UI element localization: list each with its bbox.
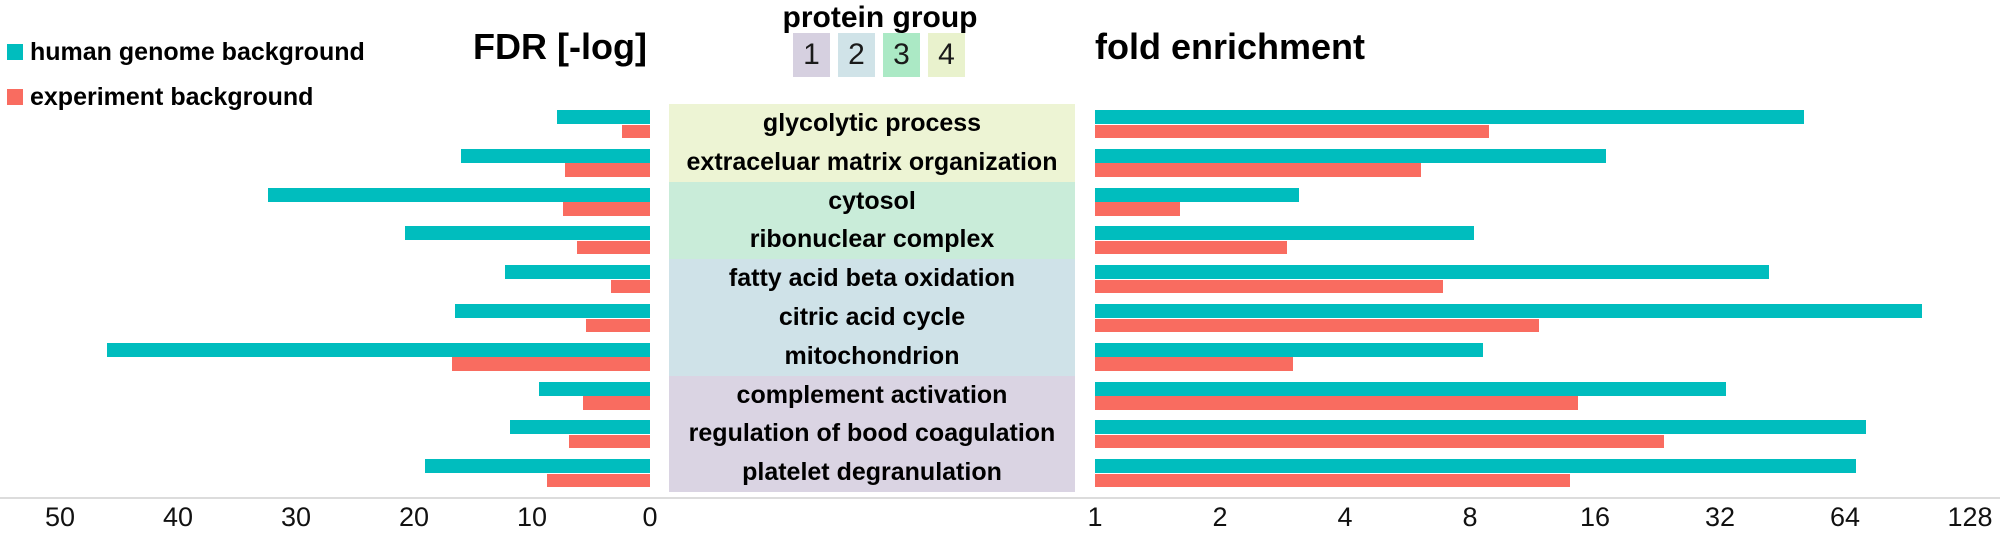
fdr-bar-human-genome — [404, 226, 650, 241]
enrichment-bar-human-genome — [1095, 342, 1484, 357]
protein-group-band-1 — [669, 375, 1075, 492]
fdr-bar-human-genome — [267, 187, 650, 202]
legend-item-experiment: experiment background — [7, 83, 365, 111]
enrichment-bar-human-genome — [1095, 148, 1606, 163]
enrichment-bar-human-genome — [1095, 265, 1770, 280]
legend-item-human-genome: human genome background — [7, 38, 365, 66]
right-axis-title: fold enrichment — [1095, 26, 1366, 67]
right-axis-tick: 128 — [1947, 502, 1993, 532]
enrichment-bar-experiment — [1095, 279, 1444, 294]
fdr-bar-experiment — [586, 318, 650, 332]
left-axis-tick: 50 — [44, 502, 76, 532]
category-label: mitochondrion — [784, 341, 960, 370]
enrichment-bar-human-genome — [1095, 459, 1856, 474]
protein-group-box-1: 1 — [793, 33, 830, 77]
right-axis-tick: 1 — [1087, 502, 1103, 532]
enrichment-bar-experiment — [1095, 357, 1294, 371]
enrichment-bar-human-genome — [1095, 187, 1300, 202]
enrichment-bar-human-genome — [1095, 420, 1867, 435]
right-axis-tick: 16 — [1579, 502, 1611, 532]
protein-group-title: protein group — [782, 1, 978, 34]
fdr-bar-experiment — [562, 202, 650, 216]
series-legend: human genome background experiment backg… — [7, 38, 365, 128]
protein-group-box-3: 3 — [883, 33, 920, 77]
enrichment-bar-experiment — [1095, 163, 1422, 177]
enrichment-bar-experiment — [1095, 202, 1180, 216]
category-label: cytosol — [828, 186, 916, 215]
enrichment-bar-experiment — [1095, 318, 1539, 332]
enrichment-bar-experiment — [1095, 396, 1579, 410]
legend-label-human-genome: human genome background — [30, 38, 365, 66]
fdr-bar-experiment — [547, 473, 650, 488]
protein-group-box-4: 4 — [928, 33, 965, 77]
left-axis-tick: 0 — [642, 502, 658, 532]
fdr-bar-human-genome — [455, 304, 650, 318]
category-label: regulation of bood coagulation — [688, 419, 1056, 448]
fdr-bar-experiment — [611, 279, 650, 294]
enrichment-bar-human-genome — [1095, 381, 1726, 396]
fdr-bar-human-genome — [556, 110, 650, 124]
category-label: platelet degranulation — [742, 458, 1002, 487]
experiment-swatch-icon — [7, 89, 23, 105]
fdr-bar-experiment — [582, 396, 650, 410]
fdr-bar-experiment — [568, 434, 650, 449]
left-axis-tick: 20 — [398, 502, 430, 532]
fdr-bar-human-genome — [107, 342, 650, 357]
enrichment-bar-human-genome — [1095, 226, 1475, 241]
human-genome-swatch-icon — [7, 44, 23, 60]
category-label: fatty acid beta oxidation — [728, 264, 1016, 293]
enrichment-bar-human-genome — [1095, 304, 1922, 318]
fdr-bar-human-genome — [539, 381, 650, 396]
right-axis-tick: 2 — [1212, 502, 1228, 532]
enrichment-bar-experiment — [1095, 473, 1570, 488]
x-axis-line — [0, 497, 2000, 499]
fdr-bar-experiment — [565, 163, 650, 177]
fdr-bar-human-genome — [424, 459, 650, 474]
right-axis-tick: 64 — [1829, 502, 1861, 532]
left-axis-tick: 10 — [516, 502, 548, 532]
protein-group-band-3 — [669, 181, 1075, 260]
enrichment-bar-experiment — [1095, 124, 1490, 138]
protein-group-band-2 — [669, 259, 1075, 376]
left-axis-tick: 40 — [162, 502, 194, 532]
category-label: ribonuclear complex — [749, 225, 995, 254]
right-axis-tick: 4 — [1337, 502, 1353, 532]
enrichment-bar-experiment — [1095, 240, 1287, 255]
left-axis-tick: 30 — [280, 502, 312, 532]
fdr-bar-human-genome — [509, 420, 650, 435]
category-label: complement activation — [736, 380, 1008, 409]
category-label: extraceluar matrix organization — [686, 147, 1058, 176]
protein-group-box-2: 2 — [838, 33, 875, 77]
category-label: citric acid cycle — [778, 303, 966, 331]
legend-label-experiment: experiment background — [30, 83, 314, 111]
enrichment-bar-human-genome — [1095, 110, 1805, 124]
fdr-bar-experiment — [576, 240, 650, 255]
category-label: glycolytic process — [762, 109, 982, 137]
left-axis-title: FDR [-log] — [473, 26, 647, 67]
fdr-bar-experiment — [451, 357, 650, 371]
right-axis-tick: 32 — [1704, 502, 1736, 532]
fdr-bar-human-genome — [461, 148, 650, 163]
fdr-bar-human-genome — [504, 265, 650, 280]
fdr-bar-experiment — [621, 124, 650, 138]
protein-group-band-4 — [669, 104, 1075, 182]
enrichment-bar-experiment — [1095, 434, 1664, 449]
right-axis-tick: 8 — [1462, 502, 1478, 532]
